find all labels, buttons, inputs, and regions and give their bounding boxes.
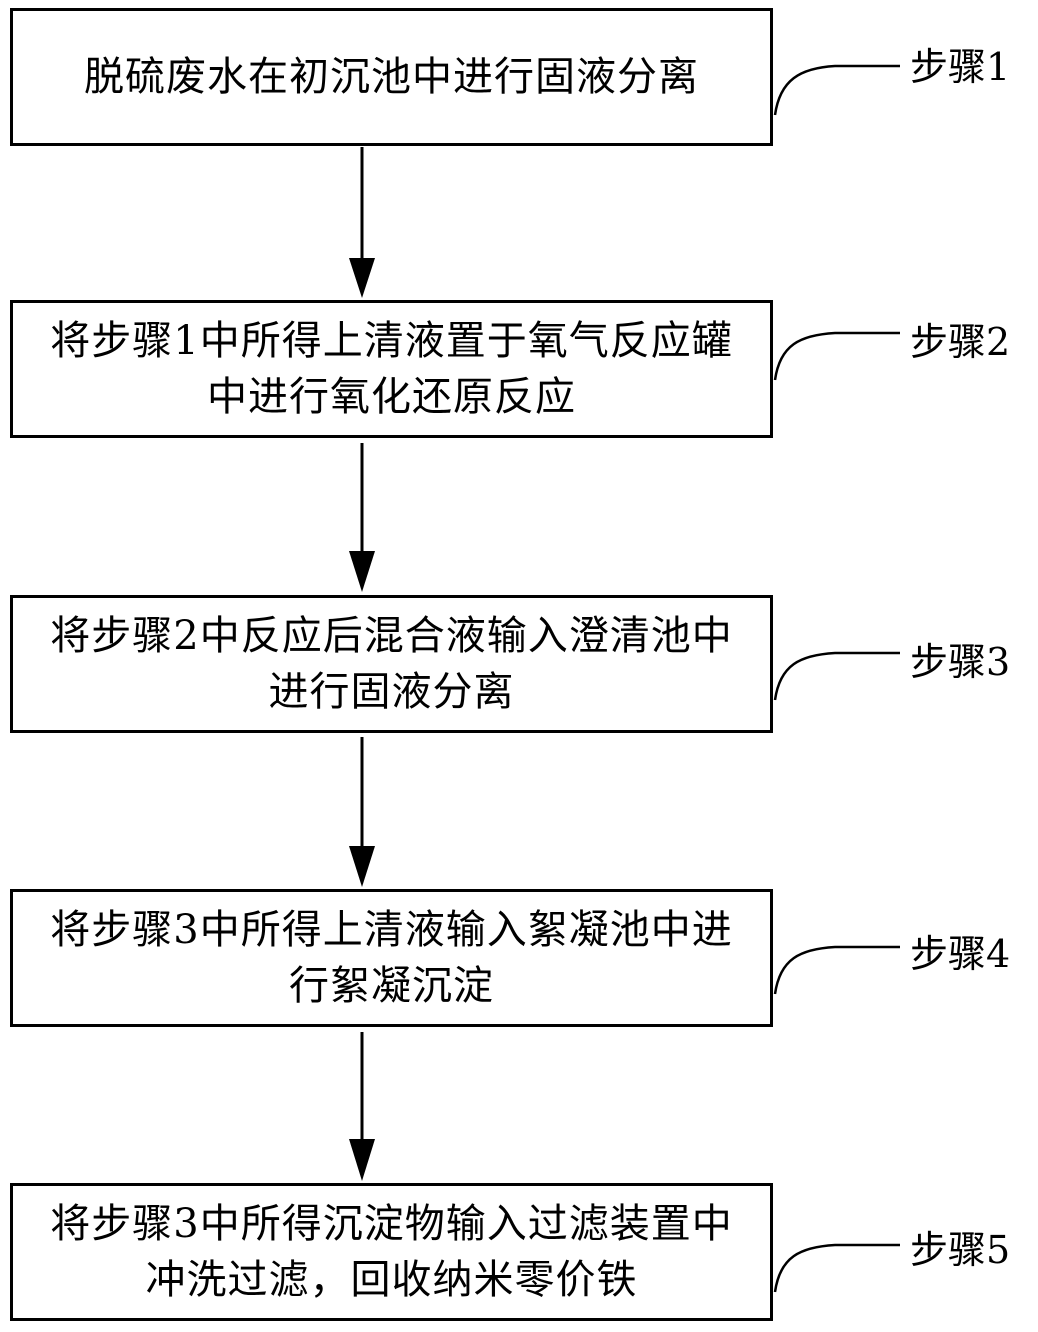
flow-arrow-2-3 — [349, 443, 375, 592]
leader-curve-5 — [773, 1243, 900, 1293]
step-box-2: 将步骤1中所得上清液置于氧气反应罐中进行氧化还原反应 — [10, 300, 773, 438]
step-label-4: 步骤4 — [910, 932, 1011, 976]
step-text-4: 将步骤3中所得上清液输入絮凝池中进行絮凝沉淀 — [50, 907, 733, 1009]
leader-curve-3 — [773, 651, 900, 701]
flow-arrow-3-4 — [349, 737, 375, 887]
flow-arrow-1-2 — [349, 147, 375, 298]
leader-curve-4 — [773, 945, 900, 995]
step-text-2: 将步骤1中所得上清液置于氧气反应罐中进行氧化还原反应 — [50, 318, 733, 420]
step-label-1: 步骤1 — [910, 45, 1011, 89]
step-text-1: 脱硫废水在初沉池中进行固液分离 — [84, 54, 699, 100]
step-label-5: 步骤5 — [910, 1228, 1011, 1272]
step-box-4: 将步骤3中所得上清液输入絮凝池中进行絮凝沉淀 — [10, 889, 773, 1027]
step-label-3: 步骤3 — [910, 640, 1011, 684]
step-box-1: 脱硫废水在初沉池中进行固液分离 — [10, 8, 773, 146]
step-box-5: 将步骤3中所得沉淀物输入过滤装置中冲洗过滤，回收纳米零价铁 — [10, 1183, 773, 1321]
flow-arrow-4-5 — [349, 1032, 375, 1181]
leader-curve-1 — [773, 64, 900, 116]
step-text-3: 将步骤2中反应后混合液输入澄清池中进行固液分离 — [50, 613, 733, 715]
step-label-2: 步骤2 — [910, 320, 1011, 364]
step-box-3: 将步骤2中反应后混合液输入澄清池中进行固液分离 — [10, 595, 773, 733]
step-text-5: 将步骤3中所得沉淀物输入过滤装置中冲洗过滤，回收纳米零价铁 — [50, 1201, 733, 1303]
leader-curve-2 — [773, 331, 900, 381]
